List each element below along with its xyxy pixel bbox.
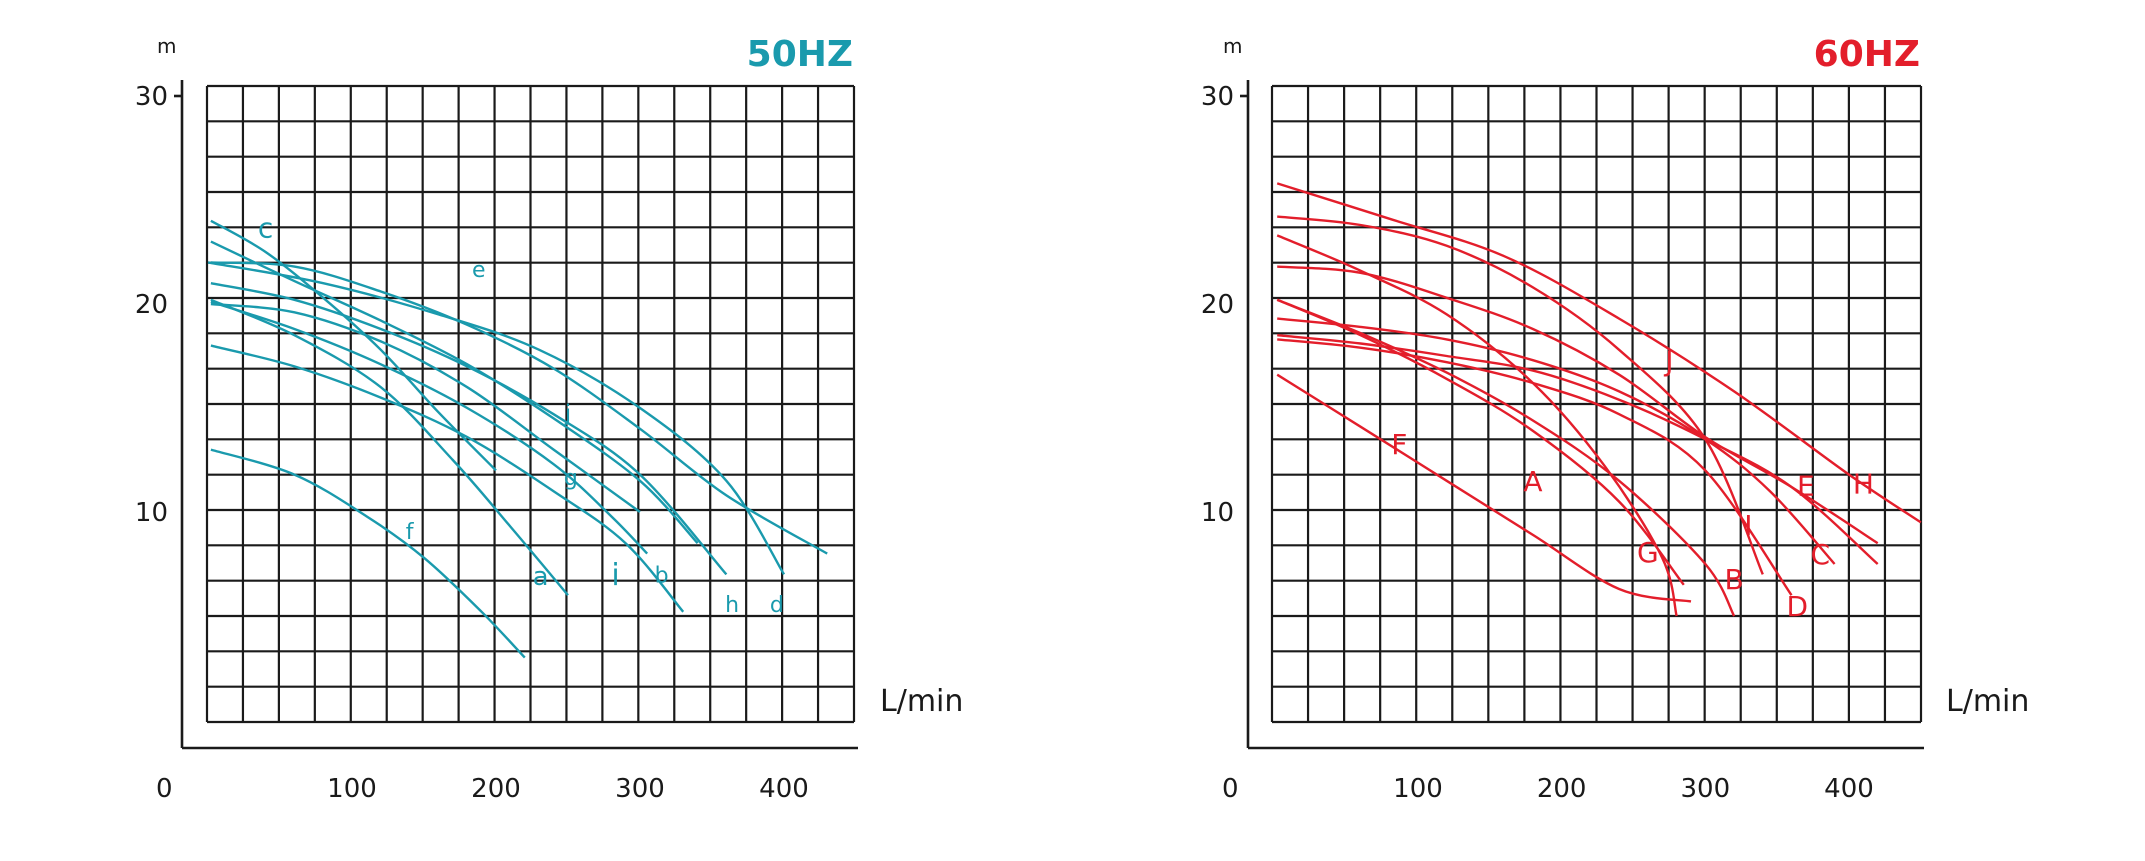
series-line-h [210,282,728,576]
x-tick-label: 300 [1681,774,1731,804]
series-line-c [210,219,497,472]
origin-label-60hz: 0 [1222,774,1239,804]
series-label-F: F [1391,428,1407,461]
series-line-a [210,298,569,596]
series-label-J: J [1663,345,1673,378]
x-tick-label: 200 [471,774,521,804]
chart-title-60hz: 60HZ [1814,34,1920,75]
x-tick-label: 100 [1393,774,1443,804]
series-label-A: A [1523,465,1542,498]
x-unit-label-50hz: L/min [880,684,963,719]
series-label-d: d [770,593,784,618]
series-label-C: C [1810,538,1830,571]
series-label-I: I [1744,509,1752,542]
x-unit-label-60hz: L/min [1946,684,2029,719]
y-tick-label: 30 [1201,82,1234,112]
series-label-c: c [258,211,273,244]
x-tick-label: 100 [327,774,377,804]
series-label-i: i [611,558,619,593]
series-line-J [1276,182,1922,524]
series-line-A [1276,298,1685,586]
series-line-i [210,300,649,555]
series-line-H [1277,265,1879,545]
series-label-B: B [1724,563,1743,596]
series-label-a: a [533,562,549,592]
series-label-j: j [564,401,571,426]
series-line-b [210,344,685,613]
y-tick-label: 20 [1201,290,1234,320]
series-line-e [210,261,828,555]
grid-0 [205,84,856,724]
series-label-h: h [725,593,739,618]
y-unit-label-50hz: m [157,34,176,58]
x-tick-label: 200 [1537,774,1587,804]
series-label-e: e [472,258,486,283]
chart-title-50hz: 50HZ [747,34,853,75]
origin-label-50hz: 0 [156,774,173,804]
series-line-G [1276,234,1678,617]
series-line-j [210,240,699,545]
series-label-f: f [406,520,415,545]
x-tick-label: 400 [759,774,809,804]
y-tick-label: 30 [135,82,168,112]
series-label-b: b [655,564,669,589]
series-line-g [210,302,641,513]
series-line-F [1276,373,1692,603]
y-tick-label: 10 [1201,498,1234,528]
y-tick-label: 20 [135,290,168,320]
series-line-B [1276,298,1736,617]
y-unit-label-60hz: m [1223,34,1242,58]
series-line-d [207,261,786,576]
x-tick-label: 400 [1824,774,1874,804]
x-tick-label: 300 [615,774,665,804]
series-line-f [210,448,526,659]
y-tick-label: 10 [135,498,168,528]
series-line-C [1277,317,1836,565]
series-label-D: D [1786,590,1808,623]
series-line-D [1277,338,1793,596]
series-line-I [1277,215,1764,575]
series-label-G: G [1637,536,1659,569]
